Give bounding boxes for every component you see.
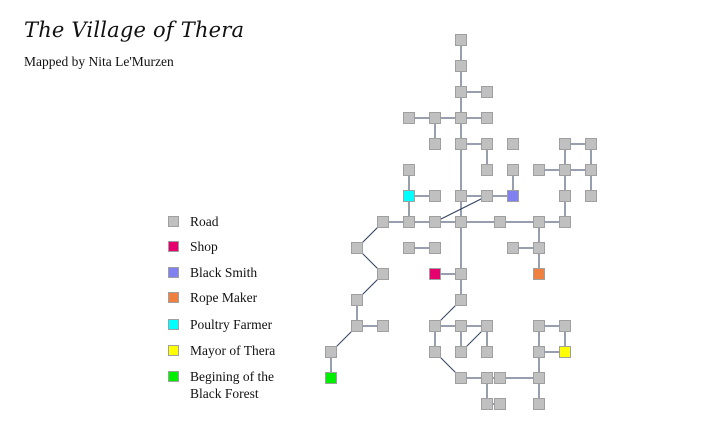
- road-node: [559, 164, 571, 176]
- road-node: [351, 242, 363, 254]
- rope-maker-swatch: [168, 292, 179, 303]
- poultry-node: [403, 190, 415, 202]
- road-node: [585, 138, 597, 150]
- rope-node: [533, 268, 545, 280]
- road-node: [481, 138, 493, 150]
- road-node: [533, 372, 545, 384]
- road-node: [481, 346, 493, 358]
- road-node: [403, 242, 415, 254]
- road-node: [559, 138, 571, 150]
- road-node: [455, 216, 467, 228]
- shop-swatch: [168, 241, 179, 252]
- road-node: [403, 216, 415, 228]
- mayor-swatch: [168, 345, 179, 356]
- legend-label-shop: Shop: [190, 239, 218, 254]
- road-node: [455, 372, 467, 384]
- road-node: [455, 294, 467, 306]
- road-node: [559, 320, 571, 332]
- black-smith-swatch: [168, 267, 179, 278]
- legend-label-rope-maker: Rope Maker: [190, 290, 258, 305]
- road-node: [533, 216, 545, 228]
- road-node: [481, 86, 493, 98]
- road-node: [533, 320, 545, 332]
- road-node: [494, 216, 506, 228]
- road-node: [507, 242, 519, 254]
- map-subtitle: Mapped by Nita Le'Murzen: [24, 54, 174, 69]
- road-node: [585, 164, 597, 176]
- road-node: [455, 34, 467, 46]
- road-node: [481, 190, 493, 202]
- road-node: [403, 112, 415, 124]
- map-title: The Village of Thera: [24, 18, 245, 42]
- black-forest-swatch: [168, 371, 179, 382]
- road-node: [494, 372, 506, 384]
- road-node: [377, 216, 389, 228]
- road-node: [429, 346, 441, 358]
- road-node: [481, 320, 493, 332]
- road-node: [377, 268, 389, 280]
- road-node: [429, 242, 441, 254]
- road-node: [585, 190, 597, 202]
- road-node: [533, 398, 545, 410]
- road-node: [429, 138, 441, 150]
- road-node: [507, 164, 519, 176]
- road-node: [455, 138, 467, 150]
- road-node: [559, 190, 571, 202]
- road-node: [455, 112, 467, 124]
- road-node: [533, 164, 545, 176]
- forest-node: [325, 372, 337, 384]
- shop-node: [429, 268, 441, 280]
- road-node: [455, 190, 467, 202]
- legend-label-mayor: Mayor of Thera: [190, 343, 276, 358]
- mayor-node: [559, 346, 571, 358]
- smith-node: [507, 190, 519, 202]
- road-node: [481, 398, 493, 410]
- road-node: [377, 320, 389, 332]
- legend-label-road: Road: [190, 214, 219, 229]
- poultry-farmer-swatch: [168, 319, 179, 330]
- road-node: [455, 320, 467, 332]
- road-node: [351, 294, 363, 306]
- road-node: [429, 190, 441, 202]
- road-swatch: [168, 216, 179, 227]
- road-node: [429, 112, 441, 124]
- road-node: [325, 346, 337, 358]
- road-node: [455, 346, 467, 358]
- road-node: [403, 164, 415, 176]
- road-node: [481, 112, 493, 124]
- road-node: [533, 346, 545, 358]
- legend-label-black-smith: Black Smith: [190, 265, 258, 280]
- road-node: [351, 320, 363, 332]
- road-node: [507, 138, 519, 150]
- legend-label-black-forest: Begining of the Black Forest: [190, 369, 274, 401]
- road-node: [533, 242, 545, 254]
- road-node: [481, 164, 493, 176]
- road-node: [455, 86, 467, 98]
- road-node: [455, 268, 467, 280]
- legend-label-poultry-farmer: Poultry Farmer: [190, 317, 273, 332]
- road-node: [481, 372, 493, 384]
- road-connection: [434, 195, 488, 223]
- road-node: [559, 216, 571, 228]
- road-node: [494, 398, 506, 410]
- road-node: [429, 216, 441, 228]
- road-node: [455, 60, 467, 72]
- road-node: [429, 320, 441, 332]
